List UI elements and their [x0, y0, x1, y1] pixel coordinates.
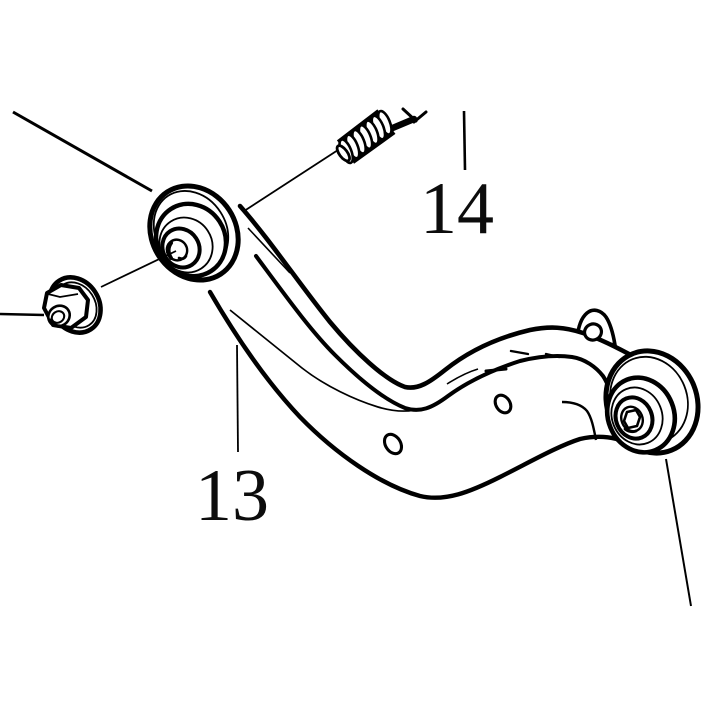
bolt-axis-line-lower [100, 250, 177, 288]
leader-line-nut [0, 312, 45, 317]
control-arm-body [210, 206, 660, 498]
bolt [335, 107, 428, 165]
bolt-threads [335, 109, 396, 165]
control-arm-top-edge [237, 203, 641, 390]
leader-line-top-left [12, 110, 153, 193]
right-bushing [603, 348, 701, 456]
web-accent-line [484, 367, 508, 373]
right-bushing-sleeve-line [610, 386, 664, 446]
nut-hex-facet [47, 293, 79, 298]
leader-line-bottom-right [665, 458, 692, 607]
flange-nut [42, 275, 103, 335]
nut-bore-inner [50, 310, 66, 324]
bolt-shaft-break [401, 107, 428, 124]
leader-line-14 [462, 110, 467, 171]
part-label-14: 14 [420, 168, 494, 250]
left-bushing [147, 183, 241, 283]
right-bore-hex [622, 408, 642, 430]
bolt-axis-line-upper [237, 149, 339, 216]
part-label-13: 13 [195, 455, 269, 537]
control-arm-crease-edge [254, 254, 612, 412]
arm-hole-right [493, 393, 513, 415]
left-bushing-sleeve-line [158, 216, 214, 274]
neck-highlight-line [247, 227, 291, 274]
tab-hole [582, 322, 604, 342]
leader-line-13 [236, 344, 239, 453]
leader-lines [0, 110, 467, 453]
control-arm-flange-line [229, 309, 415, 412]
arm-hole-left [382, 432, 404, 456]
right-bore-shadow [623, 427, 638, 434]
boss-front-edge [561, 400, 598, 441]
surface-dash-marks [509, 349, 561, 359]
nut-bore-shadow [48, 318, 65, 328]
web-highlight-line [446, 368, 479, 385]
left-bore-detail [177, 254, 188, 260]
thread-tip [335, 144, 351, 163]
left-bore-shadow [166, 241, 173, 260]
